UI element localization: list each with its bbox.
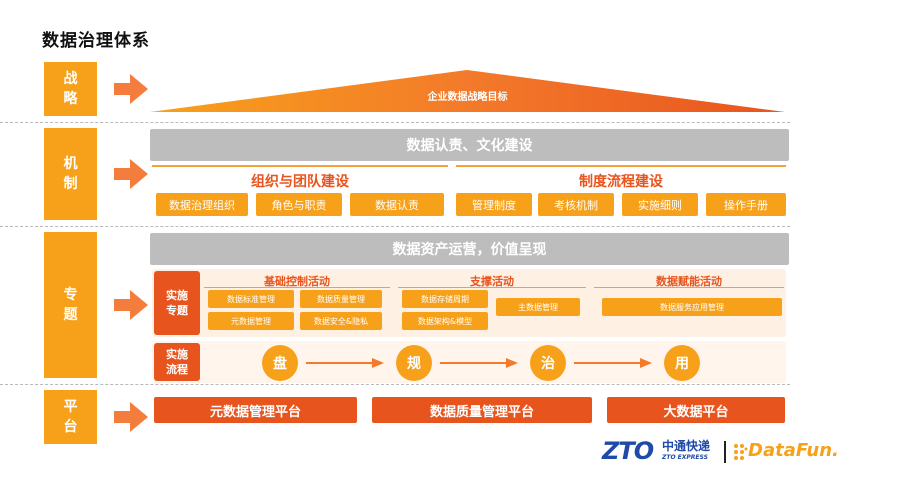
section-line	[204, 287, 390, 288]
empower-activities-title: 数据赋能活动	[656, 275, 722, 288]
section-line	[152, 165, 448, 167]
arrow-right-icon	[306, 358, 384, 368]
chevron-right-icon	[114, 74, 148, 104]
process-item: 实施细则	[622, 193, 698, 216]
flow-step: 治	[530, 345, 566, 381]
page-title: 数据治理体系	[42, 31, 150, 51]
platform-item: 元数据管理平台	[154, 397, 357, 423]
process-item: 考核机制	[538, 193, 614, 216]
impl-topic-label: 实施专题	[154, 271, 200, 335]
support-activities-title: 支撑活动	[470, 275, 514, 288]
platform-item: 数据质量管理平台	[372, 397, 592, 423]
layer-divider	[0, 122, 790, 123]
chevron-right-icon	[114, 159, 148, 189]
section-line	[594, 287, 784, 288]
chevron-right-icon	[114, 290, 148, 320]
zto-logo-cn: 中通快递	[662, 439, 711, 453]
datafun-dots-icon	[734, 444, 748, 460]
flow-step: 规	[396, 345, 432, 381]
zto-logo-mark: ZTO	[602, 437, 654, 465]
mechanism-banner: 数据认责、文化建设	[150, 129, 789, 161]
logo-divider	[724, 441, 726, 463]
strategy-roof	[150, 70, 785, 112]
empower-item: 数据服务应用管理	[602, 298, 782, 316]
arrow-right-icon	[440, 358, 518, 368]
basic-activities-title: 基础控制活动	[264, 275, 330, 288]
support-item: 主数据管理	[496, 298, 580, 316]
layer-label-platform: 平台	[44, 390, 97, 444]
layer-divider	[0, 384, 790, 385]
basic-item: 元数据管理	[208, 312, 294, 330]
support-item: 数据存储周期	[402, 290, 488, 308]
layer-label-topic: 专题	[44, 232, 97, 378]
arrow-right-icon	[574, 358, 652, 368]
org-item: 数据认责	[350, 193, 444, 216]
org-item: 角色与职责	[256, 193, 342, 216]
datafun-logo: DataFun.	[748, 440, 839, 461]
chevron-right-icon	[114, 402, 148, 432]
impl-flow-label: 实施流程	[154, 343, 200, 381]
layer-divider	[0, 226, 790, 227]
section-line	[398, 287, 586, 288]
strategy-goal: 企业数据战略目标	[427, 92, 508, 103]
zto-logo-en: ZTO EXPRESS	[662, 454, 708, 461]
platform-item: 大数据平台	[607, 397, 785, 423]
flow-step: 盘	[262, 345, 298, 381]
org-section-title: 组织与团队建设	[251, 174, 349, 190]
section-line	[456, 165, 786, 167]
basic-item: 数据安全&隐私	[300, 312, 382, 330]
process-item: 操作手册	[706, 193, 786, 216]
basic-item: 数据标准管理	[208, 290, 294, 308]
process-section-title: 制度流程建设	[579, 174, 663, 190]
layer-label-strategy: 战略	[44, 62, 97, 116]
flow-step: 用	[664, 345, 700, 381]
process-item: 管理制度	[456, 193, 532, 216]
org-item: 数据治理组织	[156, 193, 248, 216]
topic-banner: 数据资产运营，价值呈现	[150, 233, 789, 265]
support-item: 数据架构&模型	[402, 312, 488, 330]
layer-label-mechanism: 机制	[44, 128, 97, 220]
basic-item: 数据质量管理	[300, 290, 382, 308]
